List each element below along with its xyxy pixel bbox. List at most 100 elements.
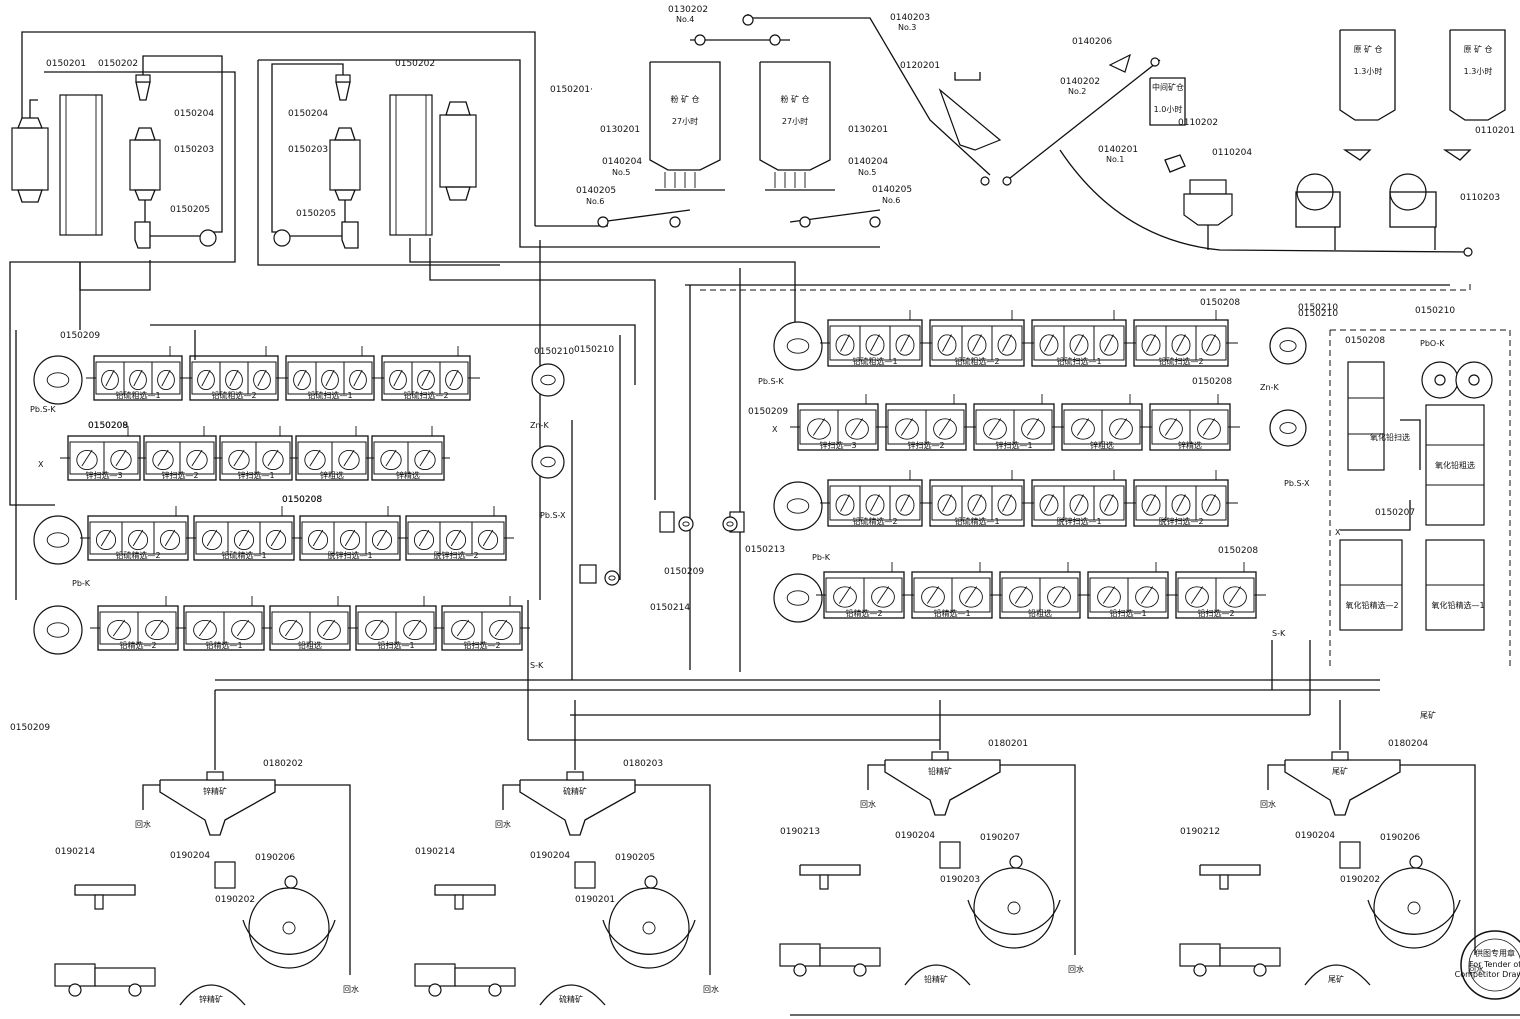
- conditioner-tank: [604, 570, 620, 586]
- truck-body: [94, 967, 156, 987]
- impeller-icon: [159, 529, 181, 551]
- stream-tag: Pb.S-K: [758, 377, 784, 386]
- bank-label: 铅硫精选—1: [954, 516, 999, 526]
- agitator-icon: [46, 372, 70, 388]
- agitator-icon: [309, 449, 321, 467]
- agitator-icon: [1102, 586, 1116, 604]
- thickener-drive: [931, 751, 949, 761]
- cell-bank: [371, 435, 445, 481]
- equipment-code: 0150205: [296, 209, 336, 219]
- stamp-text: 供图专用章: [1475, 948, 1515, 958]
- agitator-icon: [938, 418, 952, 436]
- impeller-icon: [845, 418, 869, 440]
- feeder-tag: No.1: [1106, 155, 1124, 164]
- impeller-icon: [349, 369, 367, 391]
- agitator-icon: [1146, 334, 1156, 352]
- equipment-code: 0150209: [664, 567, 704, 577]
- agitator-icon: [840, 334, 850, 352]
- impeller-icon: [76, 449, 98, 471]
- thickener: [884, 759, 1001, 816]
- agitator-icon: [1146, 494, 1156, 512]
- bank-label: 铅硫粗选—2: [954, 356, 999, 366]
- agitator-icon: [450, 529, 462, 547]
- water-label: 回水: [860, 799, 876, 809]
- stockpile-label: 铅精矿: [924, 974, 948, 984]
- equipment-code: 0150210: [1415, 306, 1455, 316]
- feeder-code: 0130202: [668, 5, 708, 15]
- feeder-code: 0140203: [890, 13, 930, 23]
- cell-bank: [797, 403, 879, 451]
- agitator-icon: [100, 529, 112, 547]
- impeller-icon: [1201, 494, 1221, 516]
- equipment-code: 0150202: [98, 59, 138, 69]
- stockpile-icon: [179, 984, 246, 1006]
- agitator-icon: [838, 586, 852, 604]
- agitator-icon: [840, 494, 850, 512]
- conveyor-tag: No.6: [586, 197, 604, 206]
- bank-label: 锌精选: [1178, 440, 1202, 450]
- cell-bank: [355, 605, 437, 651]
- impeller-icon: [997, 334, 1017, 356]
- impeller-icon: [1097, 586, 1121, 608]
- equipment-code: 0190203: [940, 875, 980, 885]
- agitator-icon: [1052, 586, 1066, 604]
- agitator-icon: [1206, 494, 1216, 512]
- cell-bank: [189, 355, 279, 401]
- bank-label: 铅硫扫选—1: [307, 390, 352, 400]
- agitator-icon: [191, 449, 203, 467]
- pump-icon: [1409, 855, 1423, 869]
- agitator-icon: [344, 529, 356, 547]
- return-water-pipe: [1000, 764, 1076, 955]
- agitator-icon: [1140, 586, 1154, 604]
- bank-label: 锌扫选—1: [995, 440, 1032, 450]
- bank-label: 脱锌扫选—1: [1056, 516, 1101, 526]
- impeller-icon: [1039, 494, 1059, 516]
- agitator-icon: [1014, 586, 1028, 604]
- agitator-icon: [353, 369, 363, 387]
- agitator-icon: [105, 369, 115, 387]
- impeller-icon: [445, 529, 467, 551]
- impeller-icon: [1171, 334, 1191, 356]
- impeller-icon: [197, 369, 215, 391]
- agitator-icon: [150, 619, 164, 637]
- wheel-icon: [853, 963, 867, 977]
- disc-filter: [973, 867, 1055, 949]
- bank-label: 铅扫选—1: [377, 640, 414, 650]
- bank-label: 锌扫选—2: [907, 440, 944, 450]
- impeller-icon: [833, 586, 857, 608]
- bank-label: 脱锌扫选—2: [433, 550, 478, 560]
- wheel-icon: [1253, 963, 1267, 977]
- filter-press: [1199, 864, 1261, 876]
- product-label: 尾矿: [1332, 766, 1348, 776]
- equipment-code: 0150210: [1298, 309, 1338, 319]
- agitator-icon: [408, 619, 422, 637]
- impeller-icon: [1021, 418, 1045, 440]
- bank-label: 铅扫选—2: [463, 640, 500, 650]
- impeller-icon: [389, 369, 407, 391]
- cell-bank: [1031, 319, 1127, 367]
- equipment-code: 0150214: [650, 603, 690, 613]
- agitator-icon: [1074, 334, 1084, 352]
- filter-trough: [1367, 899, 1461, 935]
- agitator-icon: [236, 619, 250, 637]
- equipment-code: 0150203: [174, 145, 214, 155]
- overflow-pipe: [867, 764, 885, 790]
- bank-label: 氧化铅粗选: [1435, 460, 1475, 470]
- agitator-icon: [1026, 418, 1040, 436]
- agitator-icon: [870, 494, 880, 512]
- conditioner-tank: [33, 605, 83, 655]
- equipment-code: 0190204: [530, 851, 570, 861]
- tailing-label: 尾矿: [1420, 710, 1436, 720]
- filter-hub: [282, 921, 296, 935]
- impeller-icon: [1069, 494, 1089, 516]
- agitator-icon: [900, 494, 910, 512]
- impeller-icon: [477, 529, 499, 551]
- overflow-pipe: [142, 784, 160, 810]
- thickener-drive: [566, 771, 584, 781]
- impeller-icon: [967, 334, 987, 356]
- agitator-icon: [325, 369, 335, 387]
- agitator-icon: [900, 418, 914, 436]
- agitator-icon: [494, 619, 508, 637]
- cell-bank: [1175, 571, 1257, 619]
